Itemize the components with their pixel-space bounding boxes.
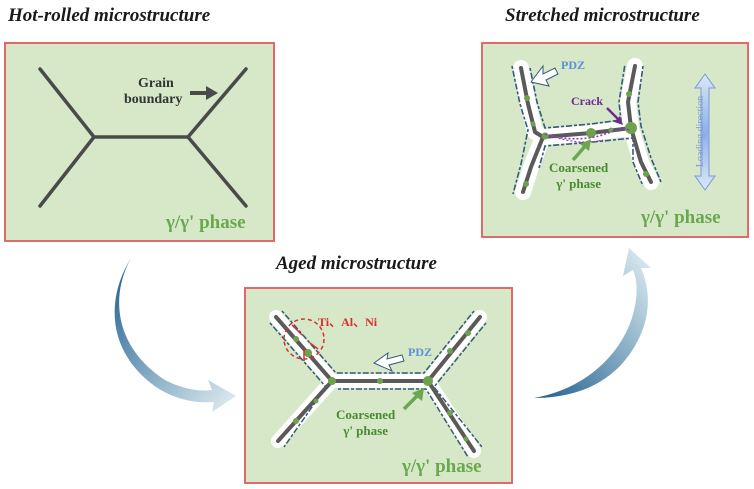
- coarsened-line1: Coarsened: [336, 407, 396, 422]
- right-arrow-icon: [606, 107, 623, 125]
- coarsened-line2: γ' phase: [556, 176, 601, 191]
- coarsened-label: Coarsened γ' phase: [549, 160, 608, 192]
- hollow-arrow-icon: [530, 64, 559, 87]
- coarsened-line2: γ' phase: [343, 423, 388, 438]
- hot-rolled-panel: Grain boundary γ/γ' phase: [4, 42, 275, 242]
- phase-label: γ/γ' phase: [641, 207, 721, 228]
- coarsened-line1: Coarsened: [549, 160, 609, 175]
- grain-label-line2: boundary: [124, 92, 183, 107]
- grain-label-line1: Grain: [138, 76, 174, 91]
- stretched-title: Stretched microstructure: [505, 5, 700, 26]
- right-arrow-icon: [571, 139, 591, 162]
- stretched-panel: PDZ Crack Coarsened γ' phase Loading dir…: [481, 42, 749, 238]
- cycle-arrow-icon: [114, 258, 236, 412]
- elements-label: Ti、Al、Ni: [318, 315, 378, 329]
- phase-label: γ/γ' phase: [402, 456, 482, 477]
- right-arrow-icon: [402, 388, 424, 411]
- cycle-arrow-icon: [534, 248, 651, 398]
- pdz-label: PDZ: [408, 345, 432, 359]
- hollow-arrow-icon: [372, 351, 405, 373]
- aged-title: Aged microstructure: [276, 253, 437, 274]
- hot-rolled-title: Hot-rolled microstructure: [8, 5, 211, 26]
- loading-direction-label: Loading direction: [695, 95, 707, 168]
- pdz-label: PDZ: [561, 58, 585, 72]
- right-arrow-icon: [190, 86, 218, 100]
- grain-boundary-label: Grain boundary: [124, 76, 182, 108]
- aged-panel: Ti、Al、Ni PDZ Coarsened γ' phase γ/γ' pha…: [244, 287, 513, 484]
- crack-label: Crack: [571, 94, 603, 108]
- aged-boundary-diagram: [269, 310, 487, 458]
- double-arrow-icon: [694, 73, 716, 191]
- coarsened-label: Coarsened γ' phase: [336, 407, 395, 439]
- grain-boundary-diagram: [38, 67, 248, 208]
- stretched-boundary-diagram: [511, 58, 716, 200]
- phase-label: γ/γ' phase: [166, 212, 246, 233]
